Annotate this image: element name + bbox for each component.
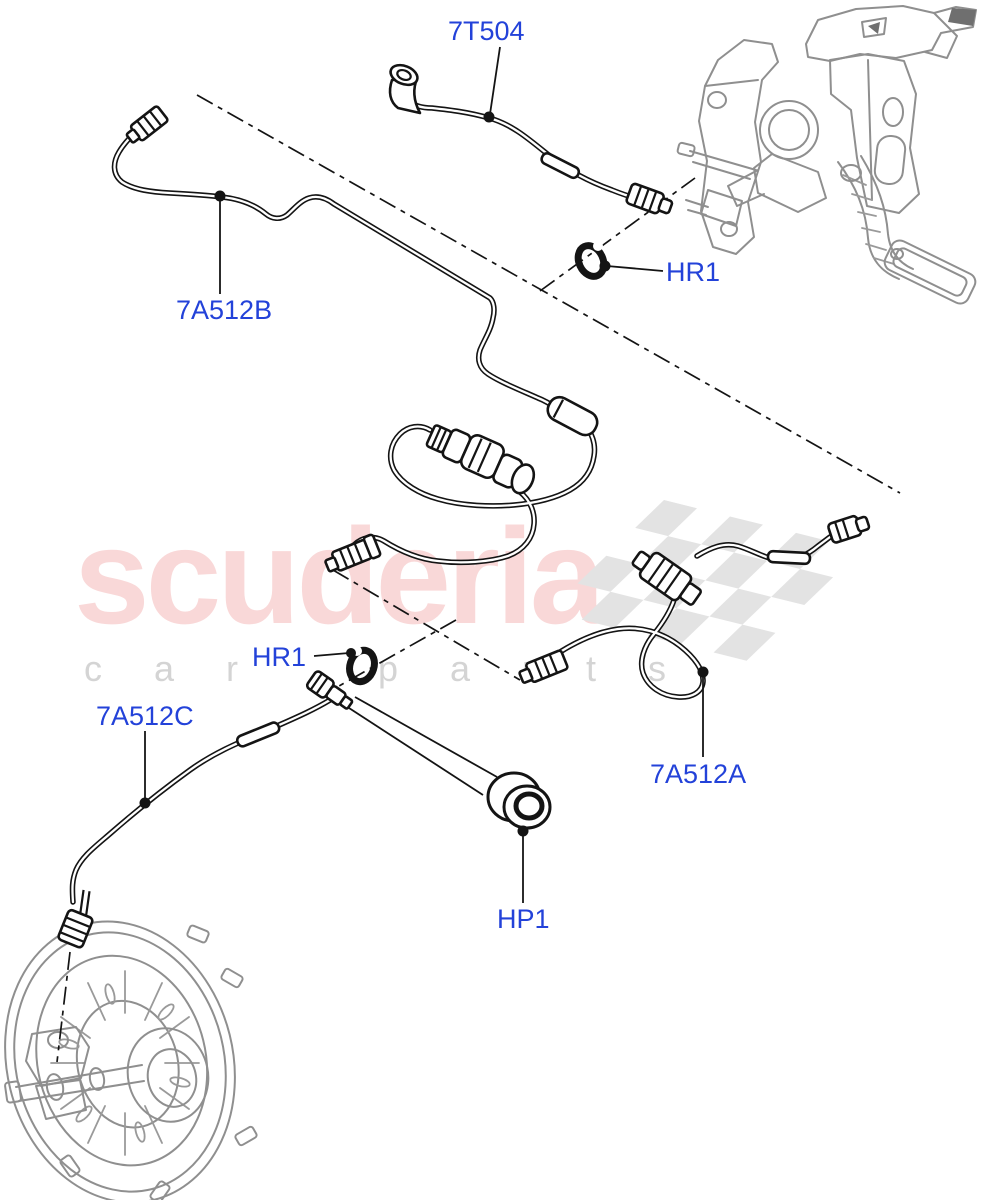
tube-end-fitting (827, 514, 871, 544)
tube-7a512c-art (57, 670, 354, 949)
tube-end-fitting (57, 889, 94, 949)
part-label-7a512c: 7A512C (96, 701, 194, 731)
part-label-hr1-upper: HR1 (666, 257, 721, 287)
elbow-connector (388, 63, 422, 115)
oring-hr1-middle (346, 646, 378, 686)
tube-7a512a-art (518, 514, 871, 700)
assembly-pointer-lines (348, 696, 498, 796)
part-label-hr1-middle: HR1 (252, 642, 307, 672)
grommet-hp1 (486, 771, 552, 830)
tube-7a512b-art (111, 105, 599, 573)
clutch-pedal-assembly-art (676, 5, 977, 305)
quick-connect-coupling (305, 670, 354, 710)
part-label-7a512a: 7A512A (650, 759, 747, 789)
oring-hr1-upper (574, 241, 611, 280)
tube-7t504-art (388, 63, 674, 215)
checkered-flag-watermark (577, 500, 834, 661)
quick-connect-coupling (631, 550, 702, 606)
tube-end-fitting (625, 182, 674, 215)
tube-end-fitting (324, 533, 382, 573)
tube-end-fitting (518, 649, 569, 684)
tube-end-fitting (125, 105, 169, 144)
label-leader-lines (139, 46, 709, 903)
centerline-dash-dot (56, 94, 901, 1063)
part-label-7a512b: 7A512B (176, 295, 273, 325)
watermark-brand: scuderia (74, 500, 605, 652)
inline-damper (546, 395, 599, 437)
part-label-7t504: 7T504 (448, 16, 525, 46)
quick-connect-coupling (425, 424, 536, 495)
clutch-pressure-plate-art (4, 920, 258, 1200)
part-label-hp1: HP1 (497, 904, 550, 934)
